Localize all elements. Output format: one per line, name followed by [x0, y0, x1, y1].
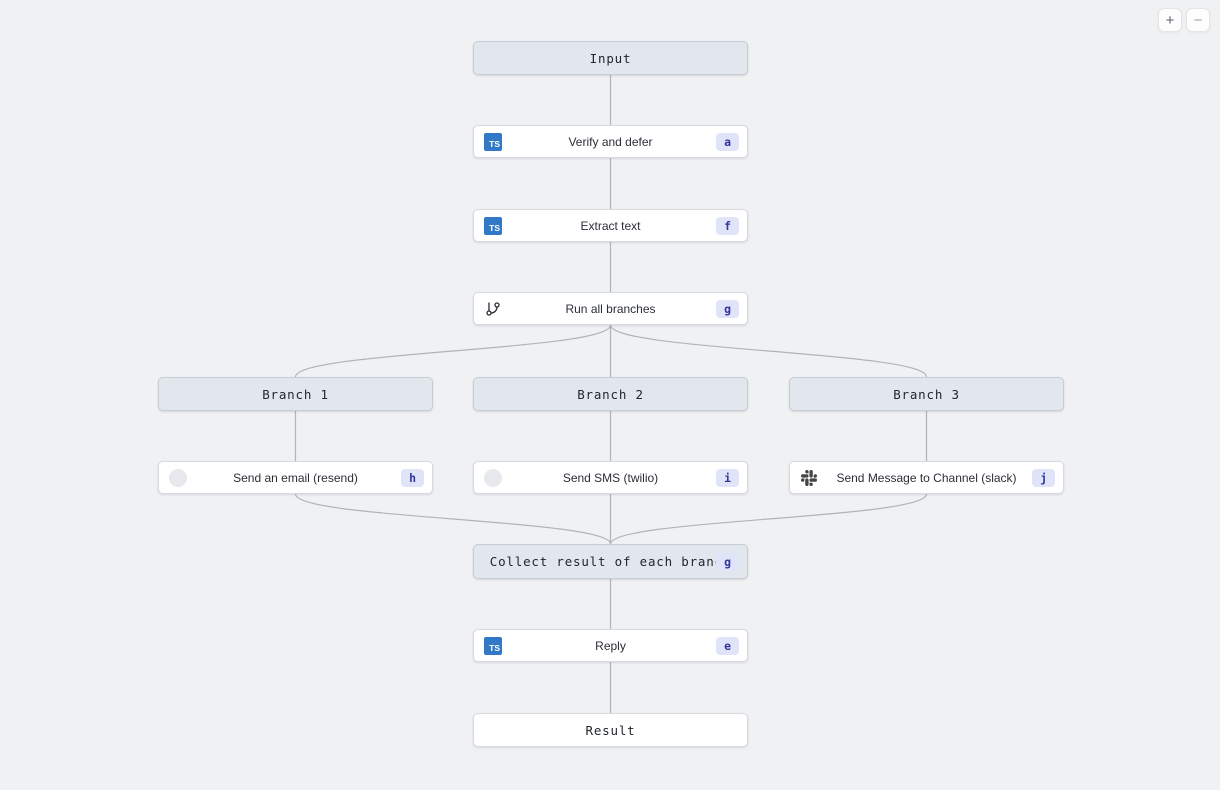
node-label: Verify and defer [568, 134, 653, 149]
node-key-badge: g [716, 552, 739, 571]
node-branch-1[interactable]: Branch 1 [158, 377, 433, 411]
node-label: Reply [595, 638, 626, 653]
resend-icon [169, 468, 187, 487]
node-send-email[interactable]: Send an email (resend) h [158, 461, 433, 494]
node-label: Branch 3 [893, 386, 960, 402]
twilio-icon [484, 468, 502, 487]
node-key-badge: h [401, 468, 424, 487]
node-send-sms[interactable]: Send SMS (twilio) i [473, 461, 748, 494]
zoom-out-button[interactable]: − [1186, 8, 1210, 32]
typescript-icon: TS [484, 216, 502, 235]
node-result[interactable]: Result [473, 713, 748, 747]
slack-icon [800, 469, 818, 487]
zoom-in-button[interactable]: + [1158, 8, 1182, 32]
node-label: Run all branches [565, 301, 656, 316]
node-key-badge: a [716, 132, 739, 151]
git-branch-icon [484, 300, 502, 318]
node-label: Send SMS (twilio) [562, 470, 659, 485]
node-verify-and-defer[interactable]: TS Verify and defer a [473, 125, 748, 158]
node-key-badge: f [716, 216, 739, 235]
node-label: Result [585, 722, 636, 738]
node-key-badge: g [716, 299, 739, 318]
node-key-badge: e [716, 636, 739, 655]
node-key-badge: j [1032, 468, 1055, 487]
node-label: Send Message to Channel (slack) [836, 470, 1017, 485]
edge-send-email-to-collect-results [294, 493, 612, 545]
node-label: Branch 1 [262, 386, 329, 402]
node-key-badge: i [716, 468, 739, 487]
node-label: Send an email (resend) [233, 470, 358, 485]
node-input[interactable]: Input [473, 41, 748, 75]
typescript-icon: TS [484, 636, 502, 655]
typescript-icon: TS [484, 132, 502, 151]
node-run-all-branches[interactable]: Run all branches g [473, 292, 748, 325]
node-send-slack[interactable]: Send Message to Channel (slack) j [789, 461, 1064, 494]
node-branch-2[interactable]: Branch 2 [473, 377, 748, 411]
edge-run-all-branches-to-branch-3 [609, 324, 928, 378]
node-label: Branch 2 [577, 386, 644, 402]
edge-send-slack-to-collect-results [609, 493, 928, 545]
node-label: Input [589, 50, 632, 66]
node-label: Extract text [580, 218, 641, 233]
node-label: Collect result of each branch [489, 554, 732, 569]
node-reply[interactable]: TS Reply e [473, 629, 748, 662]
zoom-controls: + − [1158, 8, 1210, 32]
node-extract-text[interactable]: TS Extract text f [473, 209, 748, 242]
node-branch-3[interactable]: Branch 3 [789, 377, 1064, 411]
edge-run-all-branches-to-branch-1 [294, 324, 612, 378]
